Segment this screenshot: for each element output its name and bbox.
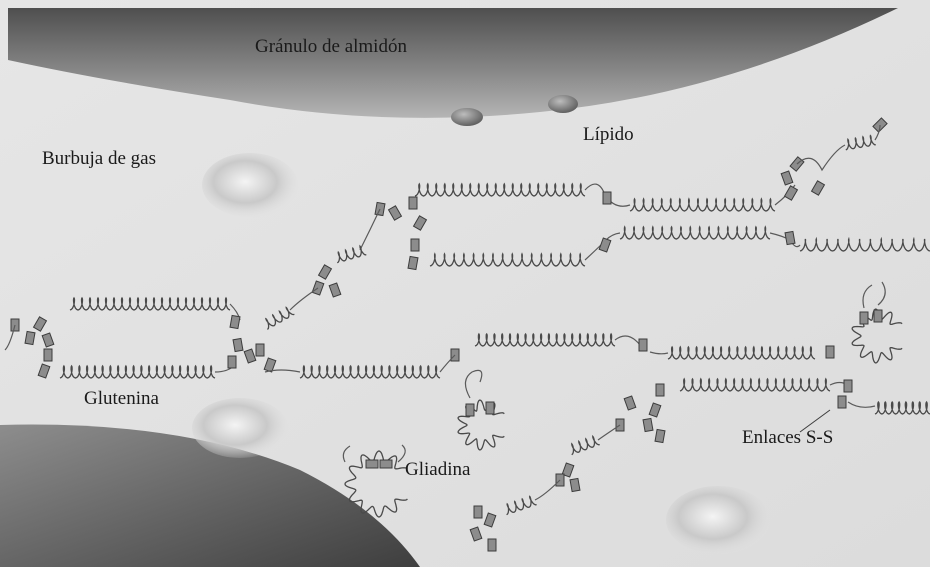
glutenin-label: Glutenina (84, 388, 159, 409)
disulfide-block (408, 256, 418, 269)
disulfide-block (826, 346, 834, 358)
disulfide-block (409, 197, 417, 209)
starch-granule-label: Gránulo de almidón (255, 36, 407, 57)
disulfide-block (860, 312, 868, 324)
disulfide-block (844, 380, 852, 392)
disulfide-block (411, 239, 419, 251)
lipid-droplet (548, 95, 578, 113)
disulfide-block (466, 404, 474, 416)
disulfide-block (233, 338, 243, 351)
disulfide-block (228, 356, 236, 368)
lipid-droplet (451, 108, 483, 126)
disulfide-block (656, 384, 664, 396)
gliadin-label: Gliadina (405, 459, 471, 480)
disulfide-block (785, 231, 795, 244)
disulfide-block (230, 315, 240, 328)
disulfide-block (643, 418, 653, 431)
lipid-label: Lípido (583, 124, 634, 145)
disulfide-block (25, 331, 35, 344)
disulfide-block (474, 506, 482, 518)
gas-bubble (192, 398, 288, 458)
disulfide-block (488, 539, 496, 551)
disulfide-block (256, 344, 264, 356)
disulfide-block (639, 339, 647, 351)
gas-bubble-label: Burbuja de gas (42, 148, 156, 169)
ss-bonds-label: Enlaces S-S (742, 427, 833, 448)
disulfide-block (874, 310, 882, 322)
disulfide-block (380, 460, 392, 468)
disulfide-block (486, 402, 494, 414)
disulfide-block (570, 478, 580, 491)
disulfide-block (838, 396, 846, 408)
disulfide-block (655, 429, 665, 442)
gas-bubble (202, 153, 298, 217)
disulfide-block (366, 460, 378, 468)
gas-bubble (666, 486, 770, 554)
disulfide-block (603, 192, 611, 204)
disulfide-block (44, 349, 52, 361)
